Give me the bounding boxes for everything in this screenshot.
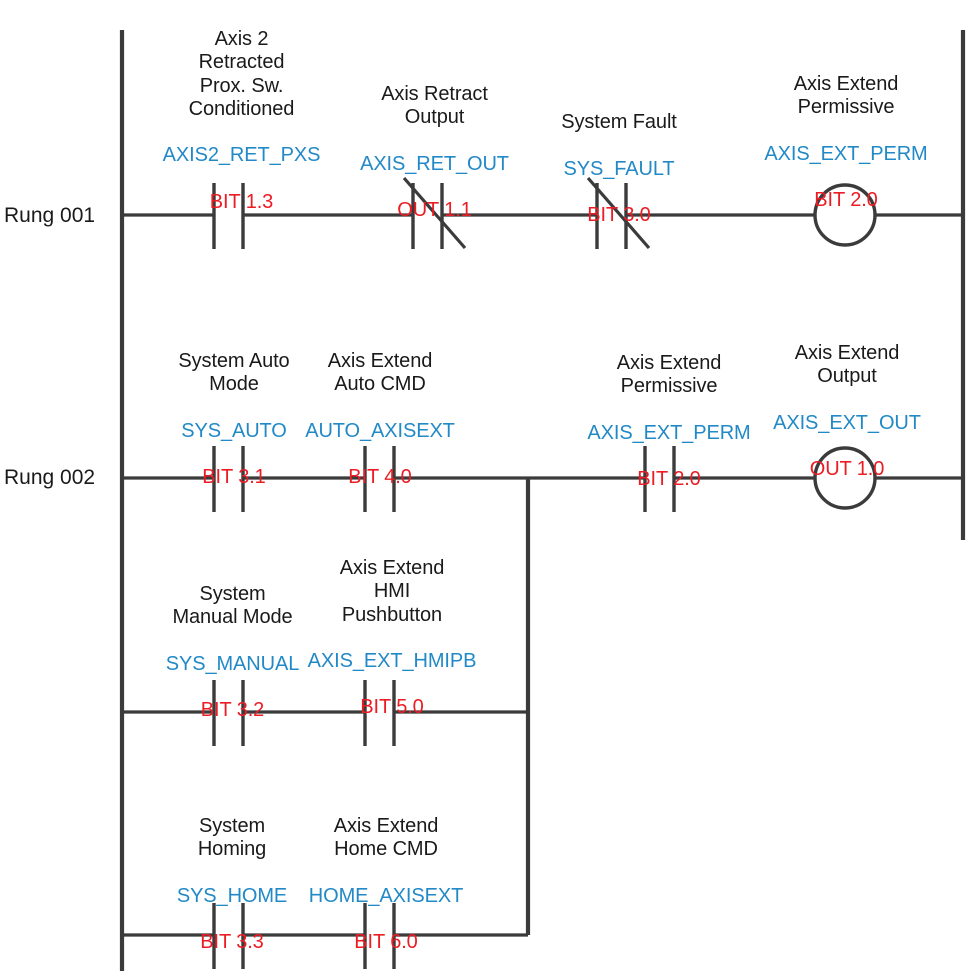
element-label-axis-ext-hmipb: Axis Extend HMI Pushbutton AXIS_EXT_HMIP… — [302, 534, 482, 743]
element-address: BIT 6.0 — [354, 931, 418, 954]
element-label-sys-auto: System Auto Mode SYS_AUTO BIT 3.1 — [154, 327, 314, 513]
element-address: BIT 4.0 — [348, 466, 412, 489]
element-label-axis-ext-perm-coil: Axis Extend Permissive AXIS_EXT_PERM BIT… — [751, 50, 941, 236]
element-address: BIT 3.3 — [200, 931, 264, 954]
element-label-sys-fault: System Fault SYS_FAULT BIT 3.0 — [529, 88, 709, 250]
element-address: OUT 1.0 — [809, 458, 885, 481]
rung-002-label: Rung 002 — [4, 466, 96, 489]
element-address: BIT 5.0 — [360, 696, 424, 719]
element-tag: AXIS2_RET_PXS — [162, 144, 321, 167]
element-address: BIT 2.0 — [637, 468, 701, 491]
element-tag: AXIS_EXT_OUT — [773, 411, 921, 434]
rung-002-branch-a-wiring — [122, 680, 528, 746]
element-tag: SYS_FAULT — [563, 157, 675, 180]
element-label-axis2-ret-pxs: Axis 2 Retracted Prox. Sw. Conditioned A… — [149, 5, 334, 237]
element-label-sys-home: System Homing SYS_HOME BIT 3.3 — [152, 792, 312, 971]
element-description: System Manual Mode — [172, 583, 293, 629]
element-description: Axis Extend Auto CMD — [327, 350, 433, 396]
rung-001-label: Rung 001 — [4, 204, 96, 227]
element-address: BIT 3.1 — [202, 466, 266, 489]
element-description: Axis Extend Home CMD — [333, 815, 439, 861]
element-description: Axis Extend Permissive — [616, 352, 722, 398]
rung-001-wiring — [122, 176, 963, 250]
element-label-axis-ext-perm-contact: Axis Extend Permissive AXIS_EXT_PERM BIT… — [574, 329, 764, 515]
element-address: OUT 1.1 — [397, 199, 472, 222]
element-address: BIT 2.0 — [814, 189, 878, 212]
element-description: Axis Extend HMI Pushbutton — [339, 557, 445, 626]
rung-002-branch-b-wiring — [122, 903, 528, 969]
element-label-axis-ret-out: Axis Retract Output AXIS_RET_OUT OUT 1.1 — [343, 60, 526, 246]
element-description: System Fault — [561, 111, 677, 134]
element-tag: AXIS_EXT_HMIPB — [307, 649, 477, 672]
element-tag: HOME_AXISEXT — [308, 884, 464, 907]
element-address: BIT 3.0 — [587, 203, 651, 226]
element-description: System Auto Mode — [178, 350, 290, 396]
element-tag: AUTO_AXISEXT — [305, 419, 455, 442]
element-description: Axis 2 Retracted Prox. Sw. Conditioned — [188, 28, 295, 120]
element-label-sys-manual: System Manual Mode SYS_MANUAL BIT 3.2 — [150, 560, 315, 746]
element-label-axis-ext-out: Axis Extend Output AXIS_EXT_OUT OUT 1.0 — [754, 319, 940, 505]
element-description: Axis Extend Permissive — [793, 73, 899, 119]
element-description: System Homing — [197, 815, 267, 861]
element-description: Axis Extend Output — [794, 342, 900, 388]
element-tag: SYS_AUTO — [181, 419, 287, 442]
element-tag: AXIS_EXT_PERM — [587, 421, 751, 444]
element-tag: SYS_MANUAL — [165, 652, 300, 675]
element-label-auto-axisext: Axis Extend Auto CMD AUTO_AXISEXT BIT 4.… — [300, 327, 460, 513]
rung-002-wiring — [122, 446, 963, 512]
element-tag: SYS_HOME — [176, 884, 288, 907]
element-tag: AXIS_EXT_PERM — [764, 142, 928, 165]
element-label-home-axisext: Axis Extend Home CMD HOME_AXISEXT BIT 6.… — [296, 792, 476, 971]
element-address: BIT 3.2 — [200, 699, 265, 722]
element-description: Axis Retract Output — [381, 83, 488, 129]
element-tag: AXIS_RET_OUT — [360, 152, 509, 175]
element-address: BIT 1.3 — [209, 190, 274, 213]
